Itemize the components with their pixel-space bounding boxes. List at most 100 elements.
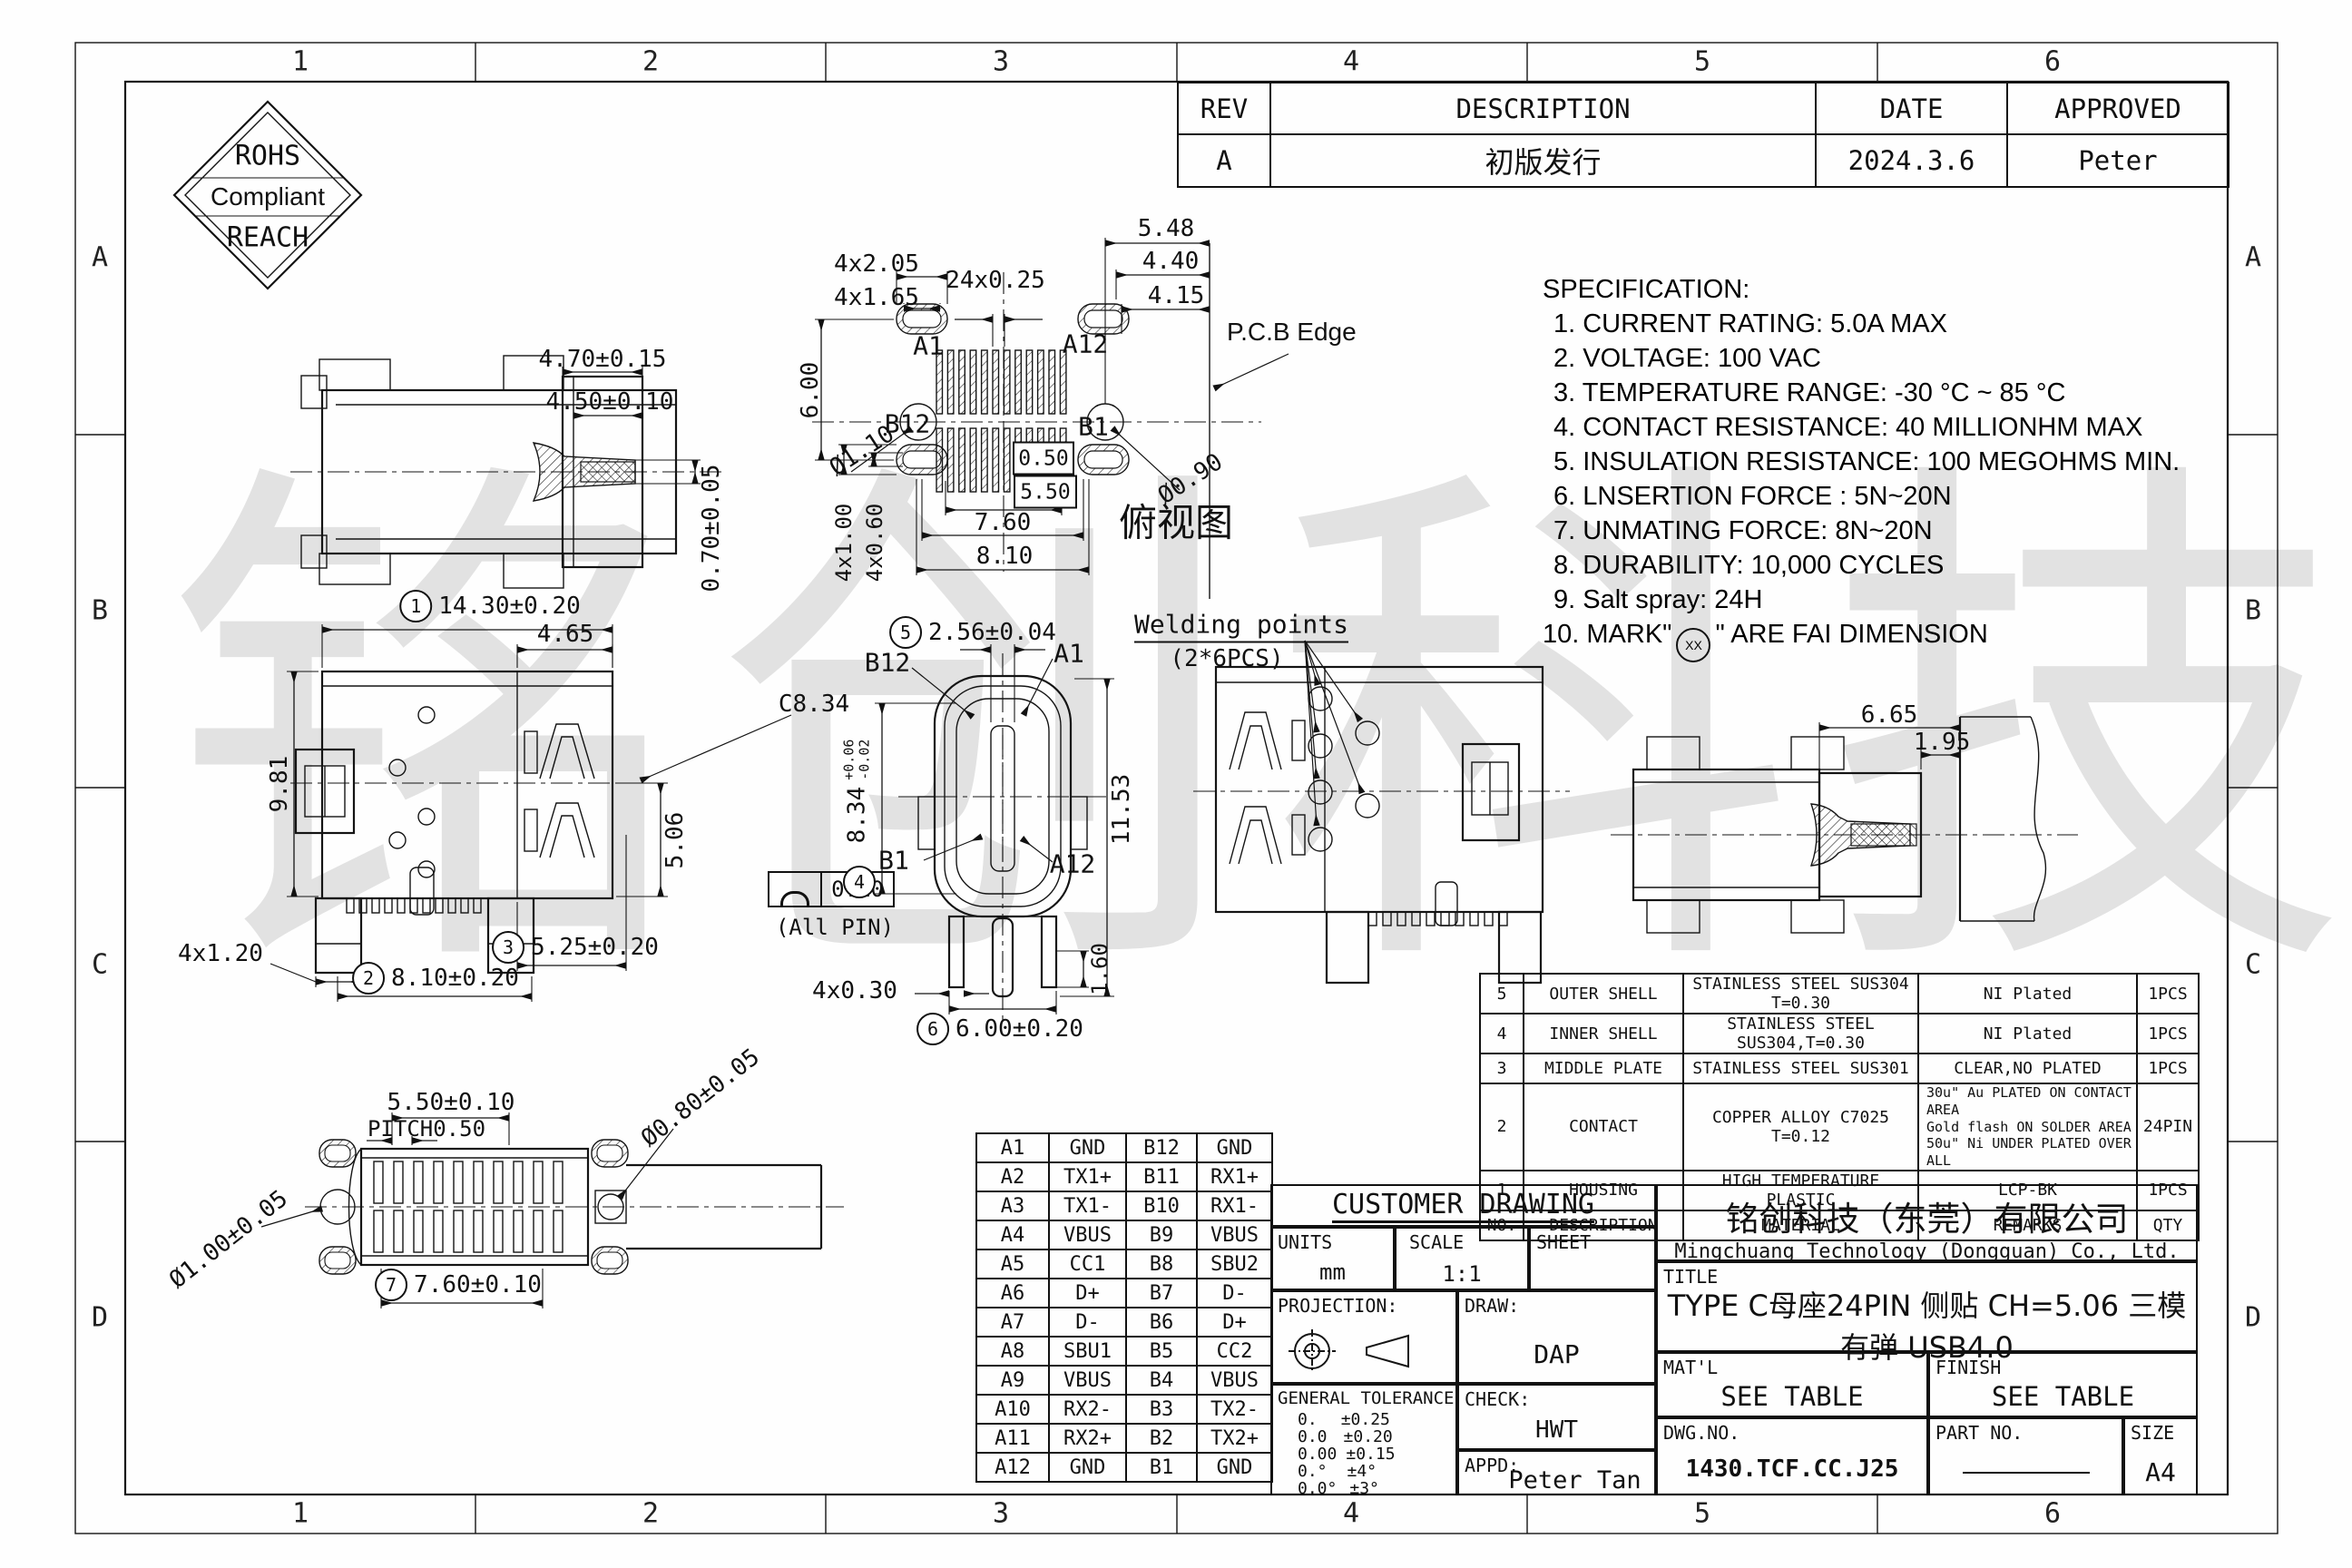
zone-col-3-top: 3 [992, 45, 1010, 78]
pin-label-b12: B12 [884, 408, 931, 439]
company-name-en: Mingchuang Technology (Dongguan) Co., Lt… [1674, 1240, 2180, 1263]
zone-col-2-bottom: 2 [642, 1497, 660, 1530]
dim-1-60: 1.60 [1087, 943, 1112, 995]
dim-4-15: 4.15 [1147, 282, 1205, 309]
dim-4-50: 4.50±0.10 [545, 388, 674, 416]
customer-drawing-header: CUSTOMER DRAWING [1270, 1184, 1656, 1227]
rev-header: REV [1177, 82, 1271, 135]
zone-row-d-right: D [2244, 1301, 2262, 1334]
dim-4x0-60: 4x0.60 [862, 503, 887, 583]
dim-7-60-bottom: 7 7.60±0.10 [375, 1269, 542, 1301]
dim-5-50-bottom: 5.50±0.10 [387, 1089, 515, 1116]
spec-item: 5. INSULATION RESISTANCE: 100 MEGOHMS MI… [1553, 447, 2180, 476]
welding-points-label: Welding points [1133, 610, 1349, 643]
zone-col-3-bottom: 3 [992, 1497, 1010, 1530]
rev-value: A [1177, 133, 1271, 188]
rohs-label: ROHS [234, 140, 301, 172]
dim-pitch-0-50: PITCH0.50 [367, 1116, 486, 1142]
zone-row-d-left: D [91, 1301, 109, 1334]
spec-item: 2. VOLTAGE: 100 VAC [1553, 344, 1821, 373]
dim-6-00-section: 6 6.00±0.20 [916, 1013, 1083, 1045]
sheet-cell: SHEET [1529, 1227, 1656, 1290]
fai-circle-3: 3 [492, 931, 525, 964]
zone-col-6-bottom: 6 [2043, 1497, 2062, 1530]
pin-label-a1-section: A1 [1054, 638, 1084, 669]
date-header: DATE [1815, 82, 2008, 135]
dim-4x2-05: 4x2.05 [834, 250, 919, 278]
view-welding [1193, 640, 1570, 985]
pcb-edge-label: P.C.B Edge [1227, 318, 1357, 346]
check-cell: CHECK: HWT [1457, 1384, 1656, 1450]
all-pin-note: (All PIN) [775, 915, 895, 940]
fai-circle-2: 2 [352, 962, 386, 995]
zone-col-5-top: 5 [1693, 45, 1711, 78]
dwg-no-cell: DWG.NO. 1430.TCF.CC.J25 [1656, 1417, 1928, 1495]
rev-date: 2024.3.6 [1815, 133, 2008, 188]
spec-item: 9. Salt spray: 24H [1553, 585, 1763, 614]
dim-8-34: 8.34 +0.06-0.02 [840, 739, 873, 844]
zone-col-5-bottom: 5 [1693, 1497, 1711, 1530]
view-front [270, 624, 792, 1002]
fai-mark-icon: XX [1676, 628, 1711, 662]
rev-description: 初版发行 [1269, 133, 1817, 188]
units-cell: UNITS mm [1270, 1227, 1395, 1290]
fai-circle-6: 6 [916, 1013, 950, 1045]
fai-circle-4: 4 [843, 866, 876, 898]
watermark-text: 铭创科技 [163, 421, 2352, 1034]
spec-item: 4. CONTACT RESISTANCE: 40 MILLIONHM MAX [1553, 413, 2143, 442]
dim-11-53: 11.53 [1108, 773, 1135, 846]
drawing-title-line1: TYPE C母座24PIN 侧贴 CH=5.06 三模 [1667, 1289, 2187, 1323]
dim-0-70: 0.70±0.05 [698, 464, 725, 593]
spec-item: 7. UNMATING FORCE: 8N~20N [1553, 516, 1933, 545]
dim-4x1-20: 4x1.20 [178, 940, 263, 967]
spec-item: 1. CURRENT RATING: 5.0A MAX [1553, 309, 1948, 338]
pin-label-a12-section: A12 [1049, 848, 1096, 879]
dim-5-06: 5.06 [662, 811, 689, 869]
rev-approved: Peter [2006, 133, 2230, 188]
compliant-label: Compliant [210, 182, 326, 211]
part-no-cell: PART NO. [1928, 1417, 2123, 1495]
matl-cell: MAT'L SEE TABLE [1656, 1352, 1928, 1417]
fai-circle-7: 7 [375, 1269, 408, 1301]
pin-label-a12: A12 [1062, 328, 1109, 359]
zone-col-1-bottom: 1 [291, 1497, 309, 1530]
dim-4-70: 4.70±0.15 [538, 346, 667, 373]
view-bottom [260, 1112, 844, 1308]
company-name-cn: 铭创科技（东莞）有限公司 [1725, 1200, 2129, 1239]
zone-row-c-left: C [91, 948, 109, 981]
contact-remarks: 30u" Au PLATED ON CONTACT AREA Gold flas… [1917, 1083, 2138, 1171]
description-header: DESCRIPTION [1269, 82, 1817, 135]
zone-row-a-right: A [2244, 241, 2262, 274]
dim-4x1-65: 4x1.65 [834, 284, 919, 311]
zone-row-b-right: B [2244, 594, 2262, 627]
spec-item: 6. LNSERTION FORCE : 5N~20N [1553, 482, 1952, 511]
dim-4x0-30: 4x0.30 [812, 977, 897, 1004]
rohs-diamond-shape [172, 100, 363, 290]
dim-6-65: 6.65 [1860, 701, 1918, 729]
view-side-top [290, 355, 726, 589]
approved-header: APPROVED [2006, 82, 2230, 135]
scale-cell: SCALE 1:1 [1395, 1227, 1529, 1290]
spec-item-10: 10. MARK"XX" ARE FAI DIMENSION [1543, 617, 2180, 662]
zone-row-b-left: B [91, 594, 109, 627]
dim-0-50-basic: 0.50 [1013, 441, 1074, 475]
dim-8-10-front: 2 8.10±0.20 [352, 962, 519, 995]
spec-item: 3. TEMPERATURE RANGE: -30 °C ~ 85 °C [1553, 378, 2066, 407]
zone-row-c-right: C [2244, 948, 2262, 981]
top-view-caption: 俯视图 [1118, 500, 1234, 545]
spec-title: SPECIFICATION: [1543, 275, 1750, 304]
finish-cell: FINISH SEE TABLE [1928, 1352, 2198, 1417]
dim-4x1-00: 4x1.00 [831, 503, 857, 583]
fai-circle-5: 5 [889, 616, 923, 649]
zone-col-2-top: 2 [642, 45, 660, 78]
dim-24x0-25: 24x0.25 [946, 267, 1045, 294]
fai-circle-4-wrap: 4 [843, 866, 876, 898]
zone-col-4-bottom: 4 [1342, 1497, 1360, 1530]
pin-label-b1-section: B1 [878, 845, 909, 876]
projection-cell: PROJECTION: [1270, 1290, 1457, 1384]
welding-points-count: (2*6PCS) [1170, 645, 1284, 672]
size-cell: SIZE A4 [2123, 1417, 2198, 1495]
reach-label: REACH [226, 221, 309, 254]
